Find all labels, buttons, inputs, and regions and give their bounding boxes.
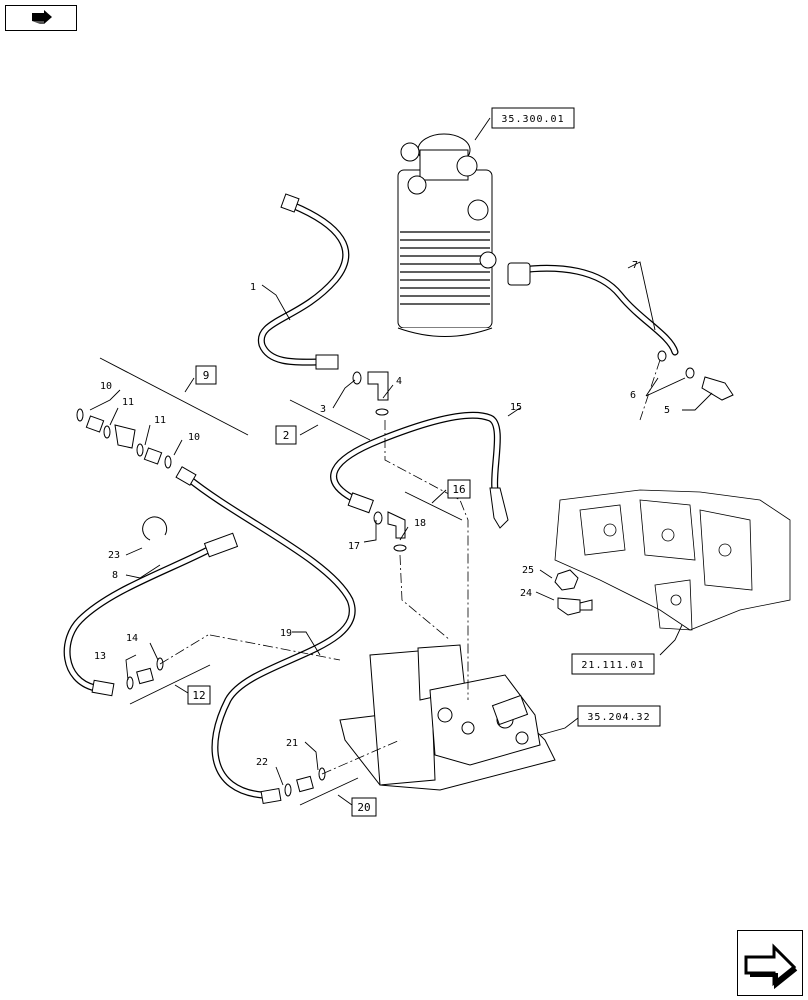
callout-19: 19 bbox=[280, 628, 292, 639]
arrow-left-icon bbox=[32, 10, 52, 24]
callout-18: 18 bbox=[414, 518, 426, 529]
reference-35-300-01[interactable]: 35.300.01 bbox=[491, 107, 575, 129]
callout-labels: 1 3 4 5 6 7 8 10 10 11 11 13 14 15 17 18… bbox=[94, 260, 670, 768]
svg-text:20: 20 bbox=[357, 801, 370, 814]
callout-10a: 10 bbox=[100, 381, 112, 392]
reference-label: 35.300.01 bbox=[501, 114, 564, 125]
reference-label: 21.111.01 bbox=[581, 660, 644, 671]
cap-25 bbox=[554, 569, 579, 591]
fitting-group-12 bbox=[126, 657, 164, 690]
frame-section bbox=[554, 489, 791, 631]
group-box-2: 2 bbox=[275, 425, 297, 445]
callout-1: 1 bbox=[250, 282, 256, 293]
callout-6: 6 bbox=[630, 390, 636, 401]
hose-15 bbox=[330, 411, 509, 529]
group-box-16: 16 bbox=[447, 479, 471, 499]
fitting-group-9 bbox=[76, 408, 172, 469]
elbow-fitting-18 bbox=[373, 511, 407, 552]
svg-text:2: 2 bbox=[283, 429, 290, 442]
hydraulic-filter-assembly bbox=[397, 133, 497, 337]
svg-text:9: 9 bbox=[203, 369, 210, 382]
callout-4: 4 bbox=[396, 376, 402, 387]
fitting-24 bbox=[557, 597, 593, 616]
reference-35-204-32[interactable]: 35.204.32 bbox=[577, 705, 661, 727]
leader-lines bbox=[89, 117, 713, 806]
callout-14: 14 bbox=[126, 633, 138, 644]
reference-label: 35.204.32 bbox=[587, 712, 650, 723]
arrow-right-icon bbox=[744, 943, 798, 990]
callout-25: 25 bbox=[522, 565, 534, 576]
reference-21-111-01[interactable]: 21.111.01 bbox=[571, 653, 655, 675]
callout-23: 23 bbox=[108, 550, 120, 561]
group-box-12: 12 bbox=[187, 685, 211, 705]
callout-7: 7 bbox=[632, 260, 638, 271]
callout-21: 21 bbox=[286, 738, 298, 749]
hose-7 bbox=[507, 262, 734, 401]
callout-17: 17 bbox=[348, 541, 360, 552]
fitting-group-20 bbox=[284, 767, 326, 797]
svg-text:16: 16 bbox=[452, 483, 465, 496]
callout-10b: 10 bbox=[188, 432, 200, 443]
svg-text:12: 12 bbox=[192, 689, 205, 702]
elbow-fitting-4 bbox=[352, 371, 389, 416]
callout-8: 8 bbox=[112, 570, 118, 581]
clip-23 bbox=[142, 516, 168, 541]
hose-8 bbox=[63, 532, 239, 697]
control-valve-assembly bbox=[339, 644, 556, 791]
previous-page-button[interactable] bbox=[5, 5, 77, 31]
callout-5: 5 bbox=[664, 405, 670, 416]
group-box-20: 20 bbox=[351, 797, 377, 817]
callout-24: 24 bbox=[520, 588, 532, 599]
callout-22: 22 bbox=[256, 757, 268, 768]
group-box-9: 9 bbox=[195, 365, 217, 385]
callout-15: 15 bbox=[510, 402, 522, 413]
hose-1 bbox=[257, 193, 350, 370]
callout-3: 3 bbox=[320, 404, 326, 415]
hose-19 bbox=[175, 466, 356, 805]
callout-11a: 11 bbox=[122, 397, 134, 408]
next-page-button[interactable] bbox=[737, 930, 803, 996]
callout-13: 13 bbox=[94, 651, 106, 662]
callout-11b: 11 bbox=[154, 415, 166, 426]
